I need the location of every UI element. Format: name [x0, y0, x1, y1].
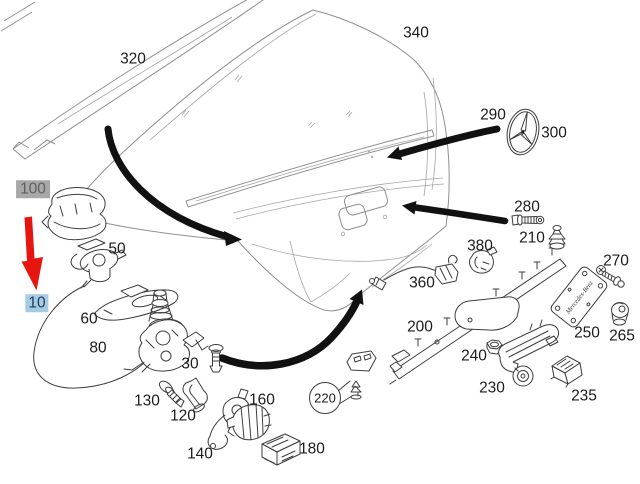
part-drawing-100 — [41, 187, 107, 241]
part-label-360[interactable]: 360 — [409, 274, 435, 292]
indicator-arrow-3 — [402, 201, 509, 225]
indicator-arrow-2 — [387, 125, 501, 160]
part-label-50[interactable]: 50 — [108, 240, 126, 258]
part-drawing-210 — [548, 225, 566, 250]
part-label-130[interactable]: 130 — [134, 392, 160, 410]
part-label-280[interactable]: 280 — [514, 198, 540, 216]
spoiler-drawing — [12, 0, 264, 160]
part-drawing-130 — [158, 380, 185, 408]
part-drawing-120 — [182, 377, 208, 413]
part-label-265[interactable]: 265 — [609, 327, 635, 345]
part-label-210[interactable]: 210 — [519, 229, 545, 247]
part-label-30[interactable]: 30 — [181, 355, 199, 373]
part-drawing-360 — [369, 254, 459, 291]
part-label-140[interactable]: 140 — [187, 445, 213, 463]
indicator-arrow-4 — [218, 289, 364, 370]
part-label-320[interactable]: 320 — [120, 50, 146, 68]
part-drawing-235 — [550, 355, 583, 388]
part-label-100[interactable]: 100 — [16, 180, 50, 198]
rear-window-edge-lines — [0, 1, 36, 32]
part-drawing-180 — [261, 433, 301, 466]
part-label-290[interactable]: 290 — [480, 106, 506, 124]
part-drawing-200 — [389, 247, 567, 385]
part-label-235[interactable]: 235 — [571, 387, 597, 405]
part-drawing-240 — [486, 339, 503, 355]
part-label-250[interactable]: 250 — [574, 324, 600, 342]
part-label-230[interactable]: 230 — [479, 379, 505, 397]
part-label-160[interactable]: 160 — [249, 391, 275, 409]
part-label-60[interactable]: 60 — [80, 310, 98, 328]
part-label-10-selected[interactable]: 10 — [25, 294, 49, 312]
trunk-lid-drawing — [72, 9, 450, 312]
part-label-300[interactable]: 300 — [541, 124, 567, 142]
part-label-270[interactable]: 270 — [603, 252, 629, 270]
part-drawing-300-star-emblem — [506, 108, 540, 156]
magnifier-circle-220 — [309, 382, 341, 414]
part-drawing-50 — [70, 238, 127, 283]
part-drawing-60 — [94, 284, 179, 321]
part-label-240[interactable]: 240 — [461, 347, 487, 365]
part-label-120[interactable]: 120 — [170, 407, 196, 425]
part-drawing-265 — [611, 302, 629, 326]
red-highlight-arrow — [21, 216, 43, 291]
part-label-200[interactable]: 200 — [407, 318, 433, 336]
part-label-80[interactable]: 80 — [89, 339, 107, 357]
part-drawing-270 — [596, 265, 625, 288]
part-drawing-380 — [469, 246, 498, 274]
indicator-arrow-1 — [104, 125, 242, 246]
part-drawing-latch — [123, 319, 209, 373]
part-drawing-230 — [498, 319, 560, 387]
part-label-380[interactable]: 380 — [467, 237, 493, 255]
part-label-180[interactable]: 180 — [299, 440, 325, 458]
part-drawing-220 — [309, 350, 377, 414]
part-drawing-280 — [511, 214, 545, 226]
part-label-340[interactable]: 340 — [403, 24, 429, 42]
part-label-220[interactable]: 220 — [314, 390, 336, 406]
part-drawing-30 — [208, 344, 224, 373]
part-drawing-160 — [226, 403, 272, 441]
